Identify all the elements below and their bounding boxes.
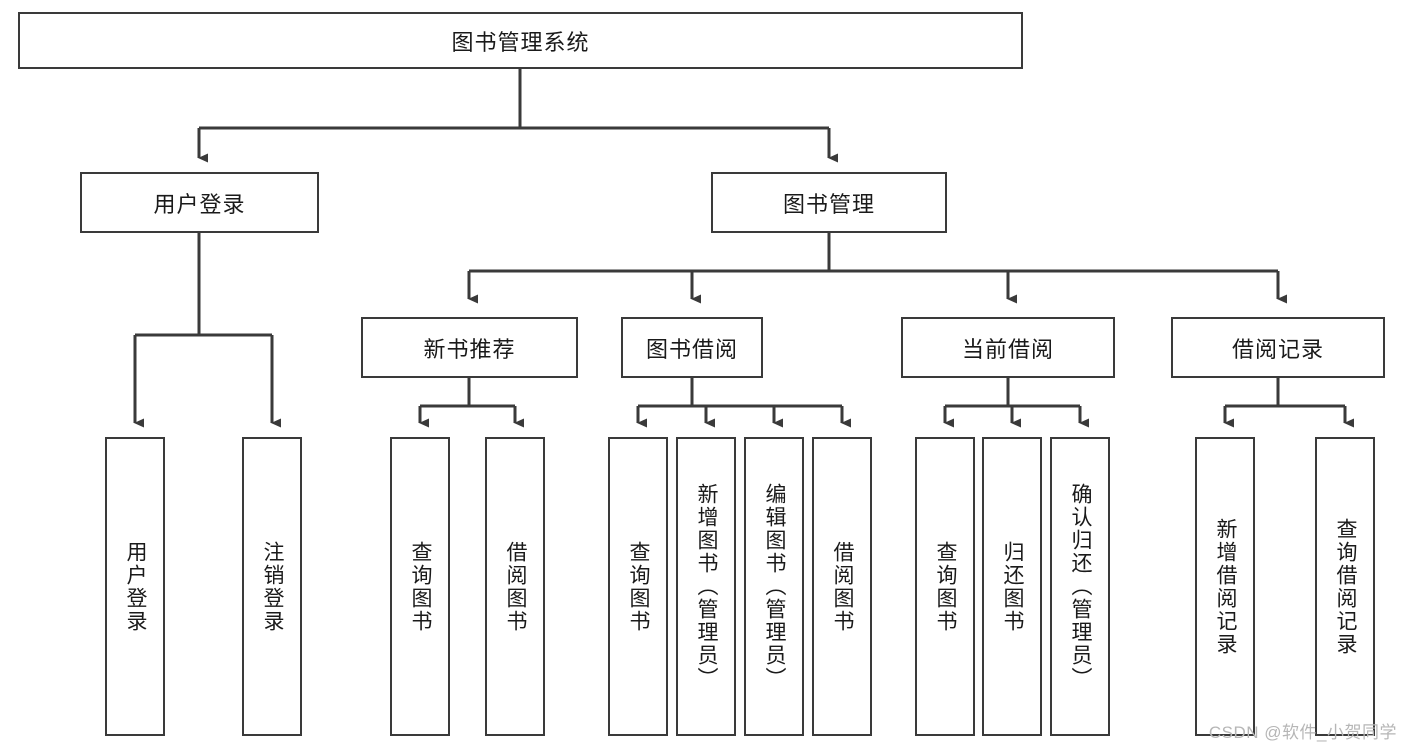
node-label: 借阅图书 <box>504 540 528 633</box>
node-leaf-query-book-1[interactable]: 查询图书 <box>390 437 450 736</box>
node-label: 图书管理系统 <box>451 29 590 55</box>
node-current-borrow[interactable]: 当前借阅 <box>901 317 1115 378</box>
node-book-manage[interactable]: 图书管理 <box>711 172 947 233</box>
node-leaf-edit-book[interactable]: 编辑图书（管理员） <box>744 437 804 736</box>
node-label: 图书借阅 <box>645 336 738 362</box>
node-label: 注销登录 <box>261 540 285 633</box>
node-leaf-query-book-2[interactable]: 查询图书 <box>608 437 668 736</box>
node-label: 新书推荐 <box>423 336 516 362</box>
node-label: 借阅记录 <box>1231 336 1324 362</box>
node-new-book-recommend[interactable]: 新书推荐 <box>361 317 578 378</box>
node-label: 新增图书（管理员） <box>695 483 719 690</box>
node-label: 当前借阅 <box>961 336 1054 362</box>
node-label: 确认归还（管理员） <box>1069 483 1093 690</box>
node-leaf-query-record[interactable]: 查询借阅记录 <box>1315 437 1375 736</box>
node-leaf-borrow-book-2[interactable]: 借阅图书 <box>812 437 872 736</box>
node-leaf-borrow-book-1[interactable]: 借阅图书 <box>485 437 545 736</box>
node-leaf-user-logout[interactable]: 注销登录 <box>242 437 302 736</box>
node-label: 编辑图书（管理员） <box>763 483 787 690</box>
node-label: 查询图书 <box>627 540 651 633</box>
node-label: 新增借阅记录 <box>1214 517 1238 656</box>
node-leaf-add-record[interactable]: 新增借阅记录 <box>1195 437 1255 736</box>
watermark-text: CSDN @软件_小贺同学 <box>1208 723 1397 742</box>
node-label: 用户登录 <box>153 191 246 217</box>
node-leaf-user-login[interactable]: 用户登录 <box>105 437 165 736</box>
node-label: 查询图书 <box>409 540 433 633</box>
node-label: 归还图书 <box>1001 540 1025 633</box>
node-label: 查询借阅记录 <box>1334 517 1358 656</box>
node-book-borrow[interactable]: 图书借阅 <box>621 317 763 378</box>
node-label: 借阅图书 <box>831 540 855 633</box>
node-root-system[interactable]: 图书管理系统 <box>18 12 1023 69</box>
node-label: 用户登录 <box>124 540 148 633</box>
node-user-login[interactable]: 用户登录 <box>80 172 319 233</box>
node-leaf-confirm-return[interactable]: 确认归还（管理员） <box>1050 437 1110 736</box>
node-label: 查询图书 <box>934 540 958 633</box>
node-leaf-return-book[interactable]: 归还图书 <box>982 437 1042 736</box>
node-label: 图书管理 <box>782 191 875 217</box>
node-borrow-record[interactable]: 借阅记录 <box>1171 317 1385 378</box>
node-leaf-add-book[interactable]: 新增图书（管理员） <box>676 437 736 736</box>
node-leaf-query-book-3[interactable]: 查询图书 <box>915 437 975 736</box>
